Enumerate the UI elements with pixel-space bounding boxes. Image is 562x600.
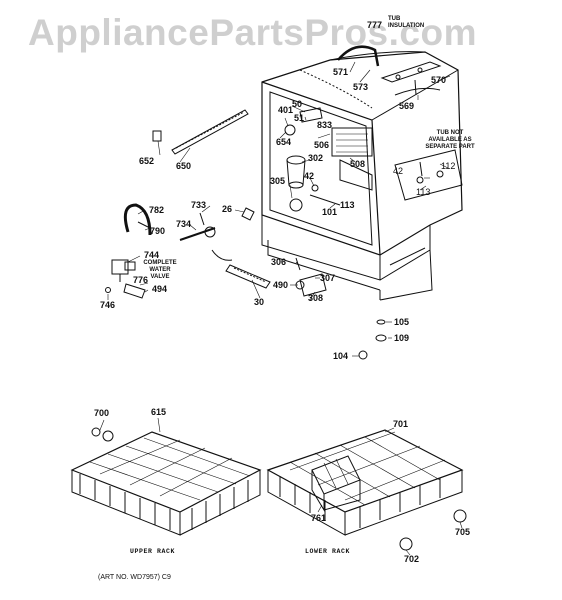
- clip-652: [153, 131, 161, 141]
- part-number-776: 776: [133, 275, 149, 285]
- nut-109: [376, 335, 386, 341]
- part-number-101: 101: [322, 207, 338, 217]
- wire-734: [212, 250, 232, 260]
- part-number-615: 615: [151, 407, 167, 417]
- tub-insulation-line1: TUB: [388, 16, 401, 22]
- lower-rack: [268, 430, 462, 535]
- part-number-790: 790: [150, 226, 166, 236]
- clamp-790: [138, 222, 150, 228]
- part-number-733: 733: [191, 200, 207, 210]
- tub-note-line2: AVAILABLE AS: [428, 137, 472, 143]
- part-101: [310, 195, 340, 205]
- vent-570: [382, 62, 440, 82]
- part-number-50: 50: [292, 99, 303, 109]
- tub-note-line3: SEPARATE PART: [425, 144, 475, 150]
- part-number-490: 490: [273, 280, 289, 290]
- part-number-42-detail: 42: [393, 166, 404, 176]
- part-number-746: 746: [100, 300, 116, 310]
- part-number-302: 302: [308, 153, 324, 163]
- wheel-705: [454, 510, 466, 522]
- valve-note-line2: WATER: [149, 267, 171, 273]
- part-305: [290, 199, 302, 211]
- part-number-833: 833: [317, 120, 333, 130]
- tub-note-line1: TUB NOT: [436, 130, 464, 136]
- hose-734: [180, 228, 215, 240]
- tub-assembly: [262, 52, 462, 300]
- part-number-113-center: 113: [340, 200, 355, 210]
- part-number-506: 506: [314, 140, 330, 150]
- screw-733: [200, 213, 204, 225]
- detergent-cup-302: [287, 156, 305, 188]
- part-number-700: 700: [94, 408, 110, 418]
- part-number-573: 573: [353, 82, 369, 92]
- tub-not-available-note: TUB NOT AVAILABLE AS SEPARATE PART: [425, 130, 475, 151]
- part-number-26: 26: [222, 204, 233, 214]
- washer-105: [377, 320, 385, 324]
- screw-104: [359, 351, 367, 359]
- screw-746: [106, 288, 111, 293]
- complete-water-valve-note: COMPLETE WATER VALVE: [142, 260, 178, 281]
- upper-rack-caption: UPPER RACK: [130, 548, 176, 555]
- valve-note-line1: COMPLETE: [143, 260, 177, 266]
- part-number-30: 30: [254, 297, 265, 307]
- fill-tube-782: [125, 205, 150, 235]
- door-gasket-650: [172, 110, 248, 154]
- part-number-42-center: 42: [304, 171, 315, 181]
- part-number-308: 308: [308, 293, 324, 303]
- part-number-508: 508: [350, 159, 366, 169]
- part-number-652: 652: [139, 156, 155, 166]
- upper-rack-roller-700: [92, 428, 113, 441]
- part-number-105: 105: [394, 317, 410, 327]
- part-number-782: 782: [149, 205, 165, 215]
- bracket-50: [300, 108, 322, 122]
- upper-rack: [72, 432, 260, 535]
- tub-detail: [395, 150, 462, 200]
- part-number-654: 654: [276, 137, 292, 147]
- part-number-734: 734: [176, 219, 192, 229]
- handle-571: [338, 47, 378, 66]
- part-number-112: 112: [441, 161, 456, 171]
- art-number: (ART NO. WD7957) C9: [98, 574, 171, 581]
- silverware-basket-761: [312, 456, 360, 510]
- part-number-761: 761: [311, 513, 327, 523]
- water-valve-744: [112, 260, 135, 282]
- part-number-306: 306: [271, 257, 287, 267]
- part-number-113-detail: 113: [416, 187, 431, 197]
- watermark: AppliancePartsPros.com: [28, 12, 477, 53]
- part-number-51: 51: [294, 113, 305, 123]
- part-26: [242, 208, 254, 220]
- part-654: [285, 125, 295, 135]
- part-number-650: 650: [176, 161, 192, 171]
- part-number-570: 570: [431, 75, 447, 85]
- screw-42: [312, 185, 318, 191]
- part-number-401: 401: [278, 105, 294, 115]
- part-number-109: 109: [394, 333, 410, 343]
- part-number-702: 702: [404, 554, 420, 564]
- part-number-701: 701: [393, 419, 409, 429]
- part-number-569: 569: [399, 101, 415, 111]
- part-number-104: 104: [333, 351, 349, 361]
- part-number-705: 705: [455, 527, 471, 537]
- lower-rack-caption: LOWER RACK: [305, 548, 351, 555]
- part-number-571: 571: [333, 67, 349, 77]
- part-number-744: 744: [144, 250, 160, 260]
- part-number-307: 307: [320, 273, 336, 283]
- screw-569: [415, 80, 416, 95]
- part-number-305: 305: [270, 176, 286, 186]
- rail-30: [226, 265, 270, 288]
- fitting-734: [205, 227, 215, 237]
- valve-note-line3: VALVE: [150, 274, 170, 280]
- heater-508: [332, 128, 372, 190]
- part-number-777: 777: [367, 20, 383, 30]
- tub-insulation-label: TUB INSULATION: [388, 16, 424, 30]
- leader-lines: [100, 62, 462, 555]
- wheel-702: [400, 538, 412, 550]
- bracket-494: [124, 284, 145, 298]
- part-number-494: 494: [152, 284, 168, 294]
- tub-insulation-line2: INSULATION: [388, 23, 425, 29]
